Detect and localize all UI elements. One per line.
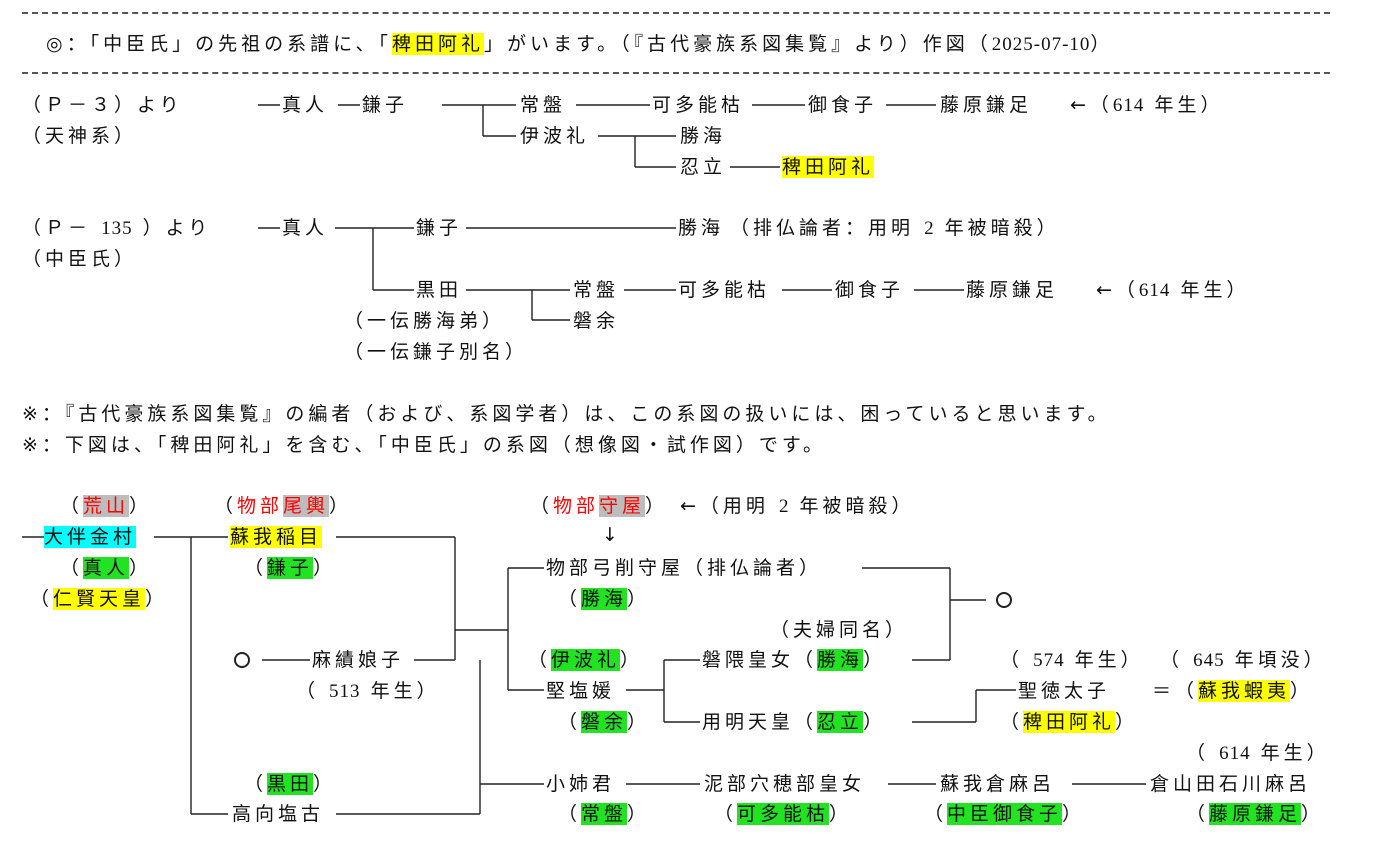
alias-kuroda: （黒田） bbox=[244, 773, 337, 795]
node-otomo-kanamura: 大伴金村 bbox=[44, 526, 137, 548]
down-arrow: ↓ bbox=[602, 524, 622, 546]
node-soga-iname: 蘇我稲目 bbox=[230, 526, 323, 548]
node-yuge-moriya: 物部弓削守屋（排仏論者） bbox=[546, 557, 823, 579]
birth-note-a: ←（614 年生） bbox=[1070, 94, 1224, 116]
node-oane-kitashi: 堅塩媛 bbox=[546, 680, 616, 702]
unknown-child-circle bbox=[996, 592, 1012, 608]
node-mahito-a: 真人 bbox=[282, 94, 329, 116]
alias-mahito: （真人） bbox=[60, 557, 153, 579]
node-are-a: 稗田阿礼 bbox=[782, 156, 875, 178]
note-katsumi-b: （排仏論者：用明 2 年被暗殺） bbox=[730, 217, 1060, 239]
node-katanoe-a: 可多能枯 bbox=[652, 94, 745, 116]
birth-513: （ 513 年生） bbox=[296, 680, 440, 702]
alias-araya: （荒山） bbox=[60, 495, 153, 517]
node-iwayo-b: 磐余 bbox=[573, 310, 620, 332]
note-line-2: ※：下図は、「稗田阿礼」を含む、「中臣氏」の系図（想像図・試作図）です。 bbox=[22, 434, 827, 456]
source-p3: （Ｐ－３）より bbox=[22, 94, 183, 116]
source-p135: （Ｐ－ 135 ）より bbox=[22, 217, 212, 239]
equals-emishi: ＝（蘇我蝦夷） bbox=[1152, 680, 1314, 702]
node-katsumi-b: 勝海 bbox=[678, 217, 725, 239]
node-ihare-a: 伊波礼 bbox=[520, 125, 590, 147]
birth-614: （ 614 年生） bbox=[1186, 742, 1330, 764]
node-tokiwa-a: 常盤 bbox=[520, 94, 567, 116]
node-omiyako: 麻績娘子 bbox=[312, 649, 405, 671]
node-yomei: 用明天皇（忍立） bbox=[702, 711, 887, 733]
birth-574: （ 574 年生） bbox=[1000, 649, 1144, 671]
top-divider bbox=[22, 12, 1330, 14]
alias-are: （稗田阿礼） bbox=[1000, 711, 1139, 733]
alias-iwayo: （磐余） bbox=[558, 711, 651, 733]
note-line-1: ※：『古代豪族系図集覧』の編者（および、系図学者）は、この系図の扱いには、困って… bbox=[22, 403, 1111, 425]
alias-nakatomi-mikeko: （中臣御食子） bbox=[924, 803, 1086, 825]
node-hasetsukabe: 泥部穴穂部皇女 bbox=[704, 773, 866, 795]
node-mahito-b: 真人 bbox=[282, 217, 329, 239]
node-anahobe: 磐隈皇女（勝海） bbox=[702, 649, 887, 671]
node-mikeko-b: 御食子 bbox=[835, 279, 905, 301]
node-kuroda-b: 黒田 bbox=[416, 279, 463, 301]
note-fuufu: （夫婦同名） bbox=[770, 619, 909, 641]
alias-ihare: （伊波礼） bbox=[528, 649, 644, 671]
node-katanoe-b: 可多能枯 bbox=[678, 279, 771, 301]
node-takamuko: 高向塩古 bbox=[232, 803, 325, 825]
alias-kuroda-1: （一伝勝海弟） bbox=[344, 310, 506, 332]
alias-mononobe-moriya: （物部守屋） bbox=[530, 495, 669, 517]
node-mikeko-a: 御食子 bbox=[808, 94, 878, 116]
node-kamako-b: 鎌子 bbox=[416, 217, 463, 239]
death-645: （ 645 年頃没） bbox=[1160, 649, 1327, 671]
node-kurayamada: 倉山田石川麻呂 bbox=[1150, 773, 1312, 795]
header-divider bbox=[22, 72, 1330, 74]
note-moriya: ←（用明 2 年被暗殺） bbox=[680, 495, 915, 517]
highlight-are: 稗田阿礼 bbox=[392, 33, 485, 55]
node-kamatari-a: 藤原鎌足 bbox=[940, 94, 1033, 116]
alias-katanoe: （可多能枯） bbox=[714, 803, 853, 825]
alias-kuroda-2: （一伝鎌子別名） bbox=[344, 341, 529, 363]
alias-tokiwa: （常盤） bbox=[558, 803, 651, 825]
node-tokiwa-b: 常盤 bbox=[573, 279, 620, 301]
alias-kamako: （鎌子） bbox=[244, 557, 337, 579]
alias-mononobe-okoshi: （物部尾輿） bbox=[214, 495, 353, 517]
alias-ninken: （仁賢天皇） bbox=[30, 588, 169, 610]
node-shotoku: 聖徳太子 bbox=[1018, 680, 1111, 702]
birth-note-b: ←（614 年生） bbox=[1096, 279, 1250, 301]
node-katsumi-a: 勝海 bbox=[680, 125, 727, 147]
node-oshitachi-a: 忍立 bbox=[680, 156, 727, 178]
node-soga-kurama: 蘇我倉麻呂 bbox=[940, 773, 1056, 795]
node-kamatari-b: 藤原鎌足 bbox=[966, 279, 1059, 301]
unknown-person-circle bbox=[234, 652, 250, 668]
page-title: ◎：「中臣氏」の先祖の系譜に、「稗田阿礼」がいます。（『古代豪族系図集覧』より）… bbox=[46, 33, 1114, 55]
node-kamako-a: 鎌子 bbox=[362, 94, 409, 116]
source-nakatomi: （中臣氏） bbox=[22, 248, 138, 270]
source-tenjin: （天神系） bbox=[22, 125, 138, 147]
alias-katsumi: （勝海） bbox=[558, 588, 651, 610]
alias-fujiwara-kamatari: （藤原鎌足） bbox=[1186, 803, 1325, 825]
node-koane: 小姉君 bbox=[546, 773, 616, 795]
